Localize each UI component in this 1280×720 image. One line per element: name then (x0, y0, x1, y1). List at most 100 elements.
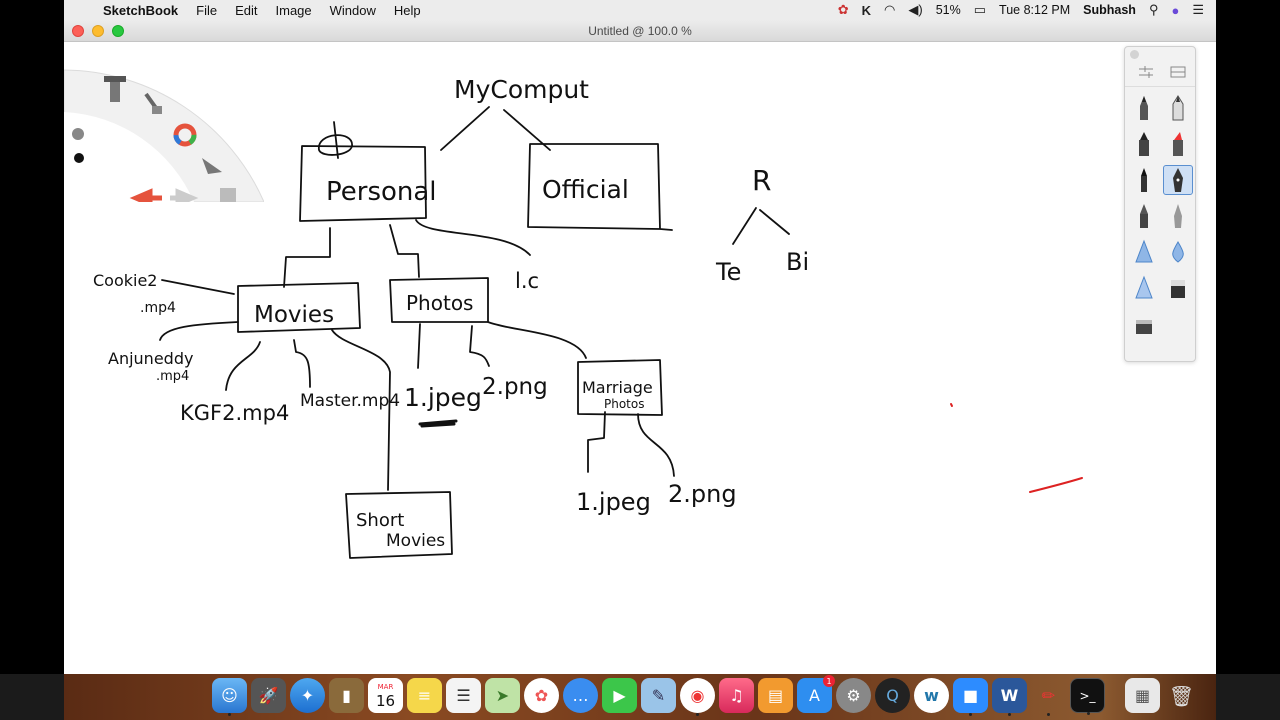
downloads-stack-icon[interactable]: ▦ (1125, 678, 1160, 713)
cookie-line (161, 279, 235, 295)
messages-icon[interactable]: … (563, 678, 598, 713)
webex-icon[interactable]: w (914, 678, 949, 713)
menu-app-name[interactable]: SketchBook (103, 2, 179, 18)
lagoon-brush-size-icon[interactable] (72, 128, 84, 140)
close-button[interactable] (72, 25, 84, 37)
personal-to-photos (389, 224, 420, 278)
chisel-marker-icon[interactable] (1163, 129, 1193, 159)
eraser-icon[interactable] (1163, 273, 1193, 303)
soft-eraser-icon[interactable] (1129, 309, 1159, 339)
launchpad-icon[interactable]: 🚀 (251, 678, 286, 713)
root-left-branch (440, 106, 490, 151)
photos-to-1jpeg (417, 323, 421, 369)
marriage-box (577, 359, 663, 416)
lagoon-inner (64, 112, 194, 202)
status-area: ✿ K ◠ ◀) 51% ▭ Tue 8:12 PM Subhash ⚲ ● ☰ (838, 2, 1216, 18)
system-preferences-icon[interactable]: ⚙ (836, 678, 871, 713)
preview-icon[interactable]: ✎ (641, 678, 676, 713)
marker-brush-icon[interactable] (1129, 129, 1159, 159)
music-icon[interactable]: ♫ (719, 678, 754, 713)
maximize-button[interactable] (112, 25, 124, 37)
battery-icon[interactable]: ▭ (973, 2, 987, 17)
cookie-ext-label: .mp4 (140, 300, 176, 316)
photos-label: Photos (406, 291, 473, 315)
menu-file[interactable]: File (196, 2, 218, 18)
brush-pen-icon[interactable] (1129, 201, 1159, 231)
books-icon[interactable]: ▤ (758, 678, 793, 713)
marriage-to-1jpeg (587, 411, 606, 473)
personal-to-movies (283, 227, 331, 288)
underline-scribble (418, 419, 458, 428)
menu-help[interactable]: Help (393, 2, 421, 18)
word-icon[interactable]: W (992, 678, 1027, 716)
notebook-icon[interactable]: ▮ (329, 678, 364, 713)
facetime-icon[interactable]: ▶ (602, 678, 637, 713)
movies-box (237, 282, 361, 333)
user-name[interactable]: Subhash (1083, 3, 1136, 17)
pointed-brush-icon[interactable] (1163, 201, 1193, 231)
lc-label: l.c (515, 269, 539, 293)
lock-doodle (318, 121, 353, 159)
personal-box (299, 145, 427, 222)
lagoon-toolbar (64, 69, 264, 202)
fine-pen-icon[interactable] (1129, 165, 1159, 195)
k-app-icon[interactable]: K (861, 2, 872, 18)
lagoon-brush-icon[interactable] (144, 92, 162, 114)
triangle-brush-icon[interactable] (1129, 273, 1159, 303)
menu-edit[interactable]: Edit (235, 2, 258, 18)
calendar-month: MAR (377, 683, 394, 691)
trash-icon[interactable]: 🗑 (1168, 683, 1195, 708)
ballpoint-brush-icon[interactable] (1163, 93, 1193, 123)
volume-icon[interactable]: ◀) (908, 2, 923, 17)
marriage-png-label: 2.png (668, 480, 737, 508)
photos-to-marriage (487, 321, 587, 359)
short-label: Short (356, 510, 404, 531)
palette-close-button[interactable] (1130, 50, 1139, 59)
wifi-icon[interactable]: ◠ (884, 2, 896, 17)
photos-app-icon[interactable]: ✿ (524, 678, 559, 713)
pencil-brush-icon[interactable] (1129, 93, 1159, 123)
sketchbook-window: Untitled @ 100.0 % (64, 20, 1216, 674)
short-movies-label: Movies (386, 531, 445, 551)
marriage-photos-label: Photos (604, 397, 644, 411)
safari-icon[interactable]: ✦ (290, 678, 325, 713)
movies-to-master (293, 339, 311, 388)
minimize-button[interactable] (92, 25, 104, 37)
clock[interactable]: Tue 8:12 PM (999, 3, 1071, 17)
quicktime-icon[interactable]: Q (875, 678, 910, 713)
maps-icon[interactable]: ➤ (485, 678, 520, 713)
lagoon-tools-icon[interactable] (104, 76, 126, 102)
marriage-to-2png (637, 413, 675, 477)
spotlight-search-icon[interactable]: ⚲ (1148, 2, 1159, 17)
inking-pen-icon[interactable] (1163, 165, 1193, 195)
siri-icon[interactable]: ● (1171, 2, 1180, 18)
zoom-icon[interactable]: ■ (953, 678, 988, 716)
battery-percent[interactable]: 51% (935, 3, 961, 17)
notification-center-icon[interactable]: ☰ (1192, 2, 1204, 17)
terminal-icon[interactable]: >_ (1070, 678, 1105, 715)
reminders-icon[interactable]: ☰ (446, 678, 481, 713)
lagoon-redo-icon[interactable] (170, 188, 199, 202)
menu-window[interactable]: Window (329, 2, 376, 18)
chrome-icon[interactable]: ◉ (680, 678, 715, 716)
sketch-drawing: MyComput Personal Official l.c Movies Ph… (93, 75, 1083, 559)
anjaneya-line (159, 321, 239, 341)
brush-palette (1124, 46, 1196, 362)
lagoon-select-icon[interactable] (202, 158, 222, 174)
red-dot (950, 403, 953, 407)
calendar-icon[interactable]: MAR 16 (368, 678, 403, 713)
notes-icon[interactable]: ≡ (407, 678, 442, 713)
airbrush-icon[interactable] (1129, 237, 1159, 267)
lagoon-undo-icon[interactable] (129, 188, 162, 202)
water-drop-icon[interactable] (1163, 237, 1193, 267)
menu-image[interactable]: Image (275, 2, 312, 18)
marriage-jpeg-label: 1.jpeg (576, 488, 651, 516)
finder-icon[interactable]: ☺ (212, 678, 247, 716)
lagoon-layers-icon[interactable] (220, 188, 236, 202)
lagoon-color-swatch-icon[interactable] (74, 153, 84, 163)
app-status-icon[interactable]: ✿ (837, 2, 849, 17)
drawing-canvas[interactable]: MyComput Personal Official l.c Movies Ph… (64, 42, 1216, 674)
sketchbook-dock-icon[interactable]: ✏ (1031, 678, 1066, 716)
